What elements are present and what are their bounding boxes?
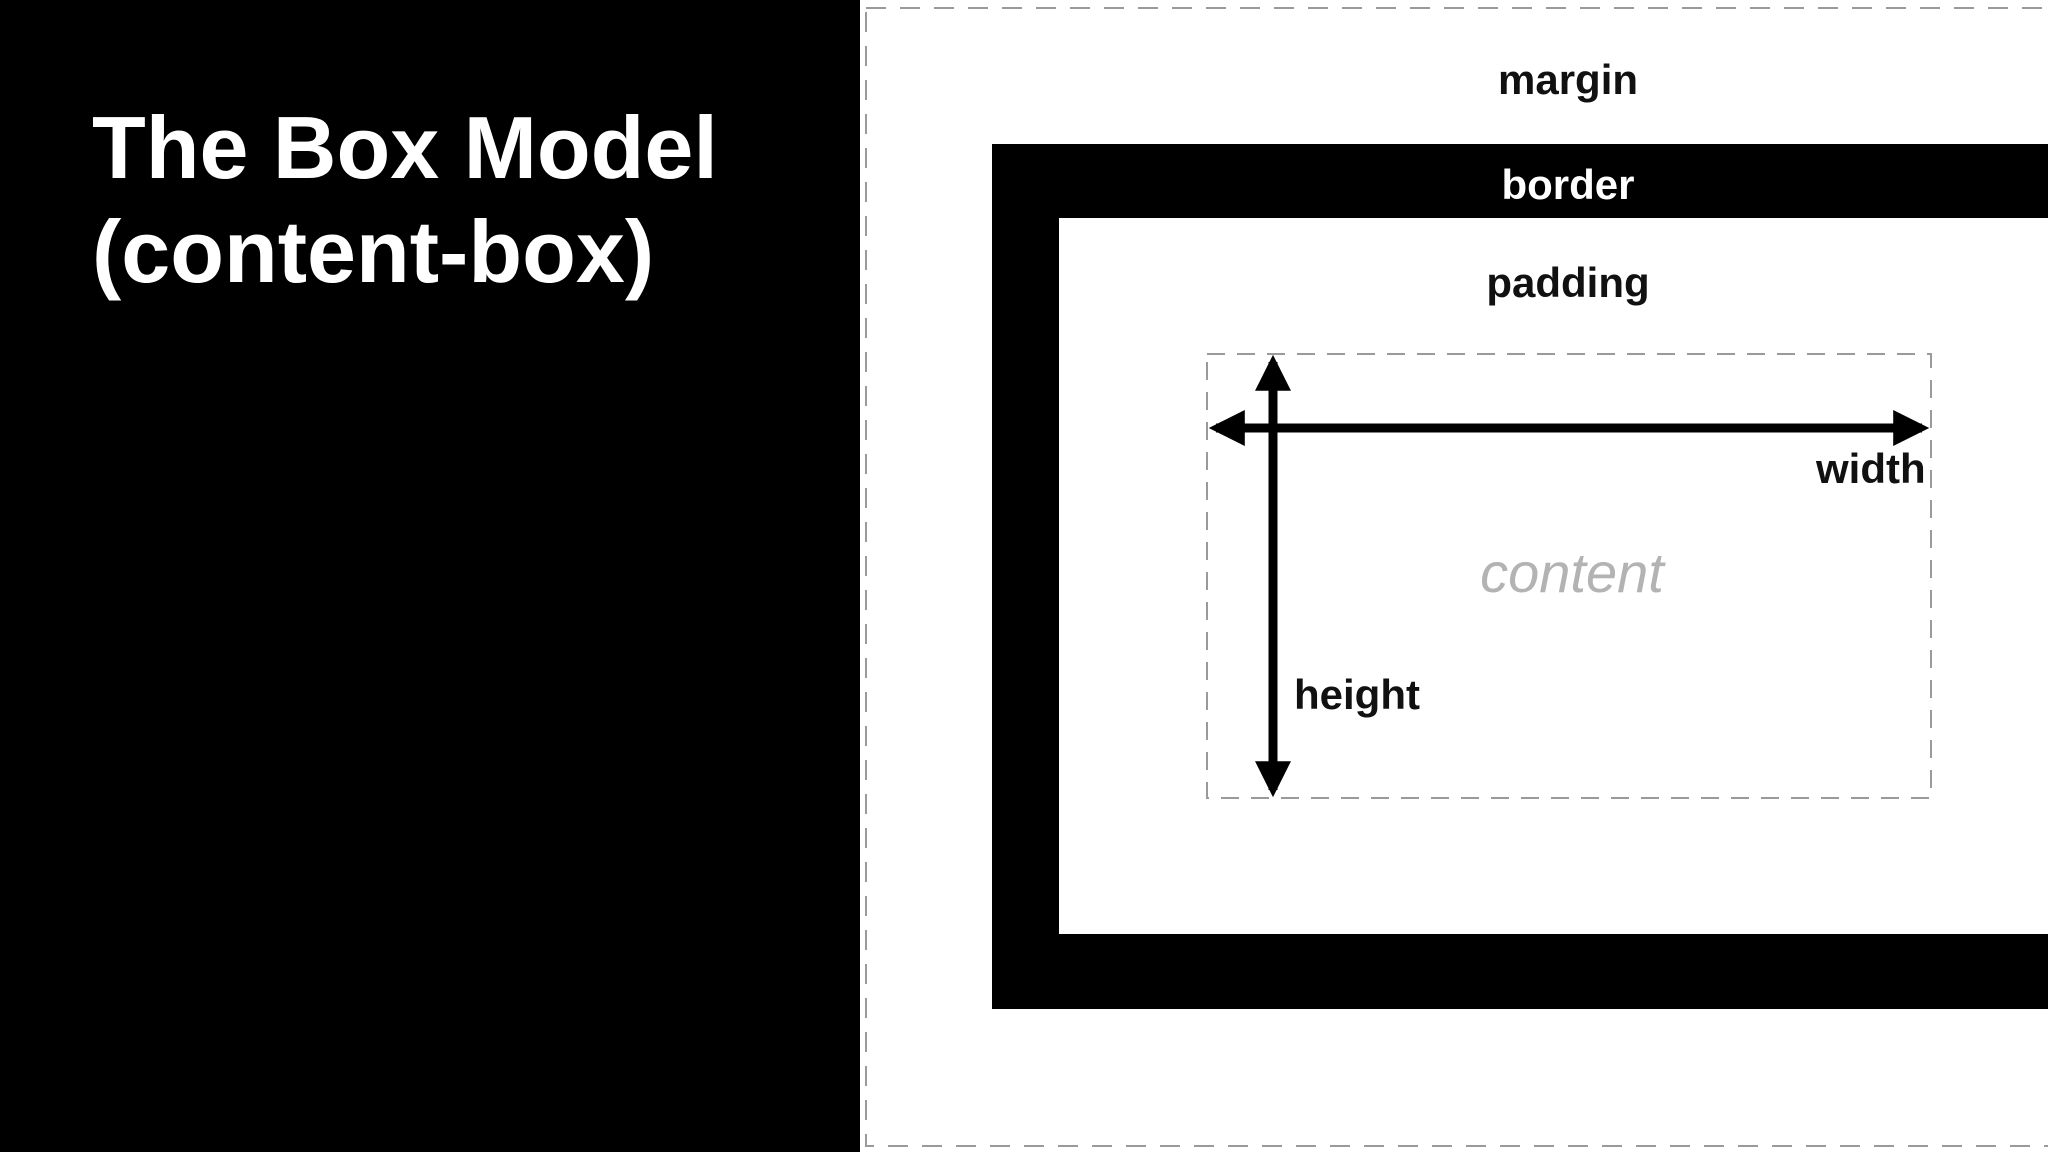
margin-label: margin <box>1498 56 1638 103</box>
border-label: border <box>1501 161 1634 208</box>
height-label: height <box>1294 671 1420 718</box>
content-label: content <box>1480 541 1666 604</box>
slide-title-line-1: The Box Model <box>92 98 718 197</box>
box-model-svg: margin border padding content width heig… <box>865 7 2048 1147</box>
padding-area <box>1059 218 2048 934</box>
width-label: width <box>1815 445 1926 492</box>
margin-area-outline <box>865 7 2048 1147</box>
box-model-diagram: margin border padding content width heig… <box>860 0 2048 1152</box>
title-panel: The Box Model (content-box) <box>0 0 860 1152</box>
content-area-outline <box>1206 353 1932 799</box>
slide-title-line-2: (content-box) <box>92 202 655 301</box>
slide-title: The Box Model (content-box) <box>92 96 718 304</box>
padding-label: padding <box>1486 259 1649 306</box>
